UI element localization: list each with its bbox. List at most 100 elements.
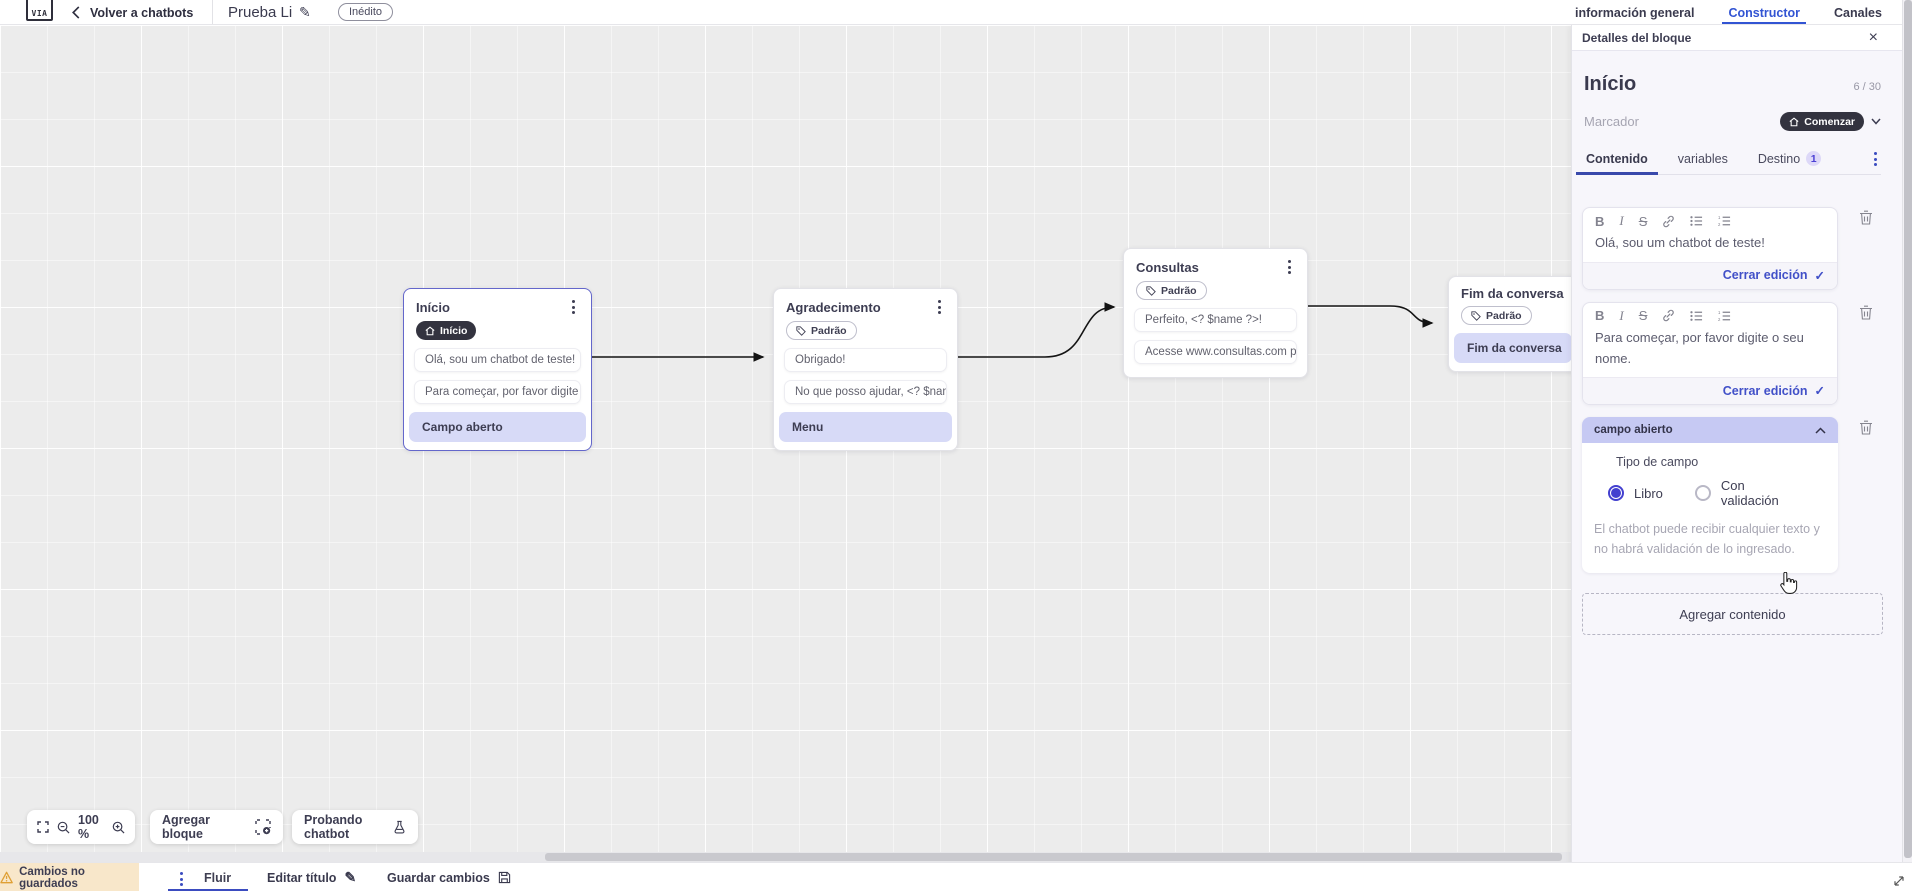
unsaved-changes-chip: Cambios no guardados [0,863,139,891]
edit-title-button[interactable]: Editar título ✎ [267,869,357,885]
bullet-list-button[interactable] [1690,215,1703,227]
close-icon[interactable]: × [1868,28,1878,46]
italic-button[interactable]: I [1619,307,1624,323]
close-edit-button[interactable]: Cerrar edición ✓ [1583,262,1837,289]
scrollbar-thumb[interactable] [1904,0,1912,858]
radio-con-validacion[interactable] [1694,485,1711,502]
bold-button[interactable]: B [1595,308,1605,324]
node-item-open-field[interactable]: Campo aberto [409,412,586,442]
field-help-text: El chatbot puede recibir cualquier texto… [1594,522,1820,556]
tab-fluir[interactable]: Fluir [168,863,248,891]
save-changes-button[interactable]: Guardar cambios [387,863,511,891]
add-block-button[interactable]: Agregar bloque [150,810,283,844]
node-item-message[interactable]: Para começar, por favor digite o ... [414,380,581,404]
tag-icon [1471,310,1481,321]
node-item-message[interactable]: Perfeito, <? $name ?>! [1134,308,1297,332]
tab-constructor[interactable]: Constructor [1722,0,1806,24]
node-title: Agradecimento [786,299,881,315]
check-icon: ✓ [1814,384,1825,399]
panel-menu-button[interactable] [1870,150,1881,174]
content-block: campo abierto Tipo de campo Libro Con va… [1582,417,1883,574]
add-content-button[interactable]: Agregar contenido [1582,593,1883,636]
tab-destino[interactable]: Destino 1 [1756,147,1823,174]
test-chatbot-button[interactable]: Probando chatbot [292,810,418,844]
node-item-end[interactable]: Fim da conversa [1454,333,1572,363]
panel-tabs: Contenido variables Destino 1 [1576,147,1881,175]
edit-title-icon[interactable]: ✎ [299,4,311,20]
default-badge: Padrão [1461,306,1532,325]
chevron-down-icon [1871,118,1881,125]
node-item-menu[interactable]: Menu [779,412,952,442]
home-icon [1789,117,1799,126]
check-icon: ✓ [1814,268,1825,283]
link-button[interactable] [1662,309,1675,322]
bold-button[interactable]: B [1595,213,1605,229]
strikethrough-button[interactable]: S [1638,308,1648,324]
trash-icon[interactable] [1859,210,1873,225]
trash-icon[interactable] [1859,305,1873,320]
scrollbar-thumb[interactable] [545,853,1562,861]
node-item-message[interactable]: Acesse www.consultas.com par... [1134,340,1297,364]
node-item-message[interactable]: Olá, sou um chatbot de teste! [414,348,581,372]
top-bar: VIA Volver a chatbots Prueba Li ✎ Inédit… [0,0,1902,25]
start-marker-pill: Comenzar [1780,112,1864,131]
canvas-horizontal-scrollbar[interactable] [0,852,1571,862]
node-item-message[interactable]: No que posso ajudar, <? $name ... [784,380,947,404]
link-button[interactable] [1662,215,1675,228]
bottom-bar: Cambios no guardados Fluir Editar título… [0,862,1912,891]
close-edit-button[interactable]: Cerrar edición ✓ [1583,378,1837,405]
default-badge: Padrão [1136,281,1207,300]
tag-icon [1146,285,1156,296]
node-consultas[interactable]: Consultas Padrão Perfeito, <? $name ?>! … [1123,248,1308,378]
tab-contenido[interactable]: Contenido [1576,148,1658,175]
fullscreen-button[interactable] [37,821,49,833]
zoom-level: 100 % [78,813,99,841]
trash-icon[interactable] [1859,420,1873,435]
italic-button[interactable]: I [1619,213,1624,228]
node-menu-button[interactable] [568,298,579,316]
zoom-toolbar: 100 % [27,810,135,844]
node-fim-da-conversa[interactable]: Fim da conversa Padrão Fim da conversa [1448,276,1578,372]
app-logo: VIA [26,0,53,21]
pencil-icon: ✎ [344,869,357,885]
open-field-header[interactable]: campo abierto [1582,417,1838,444]
node-title: Início [416,299,450,315]
status-badge: Inédito [338,3,394,21]
tag-icon [796,325,806,336]
zoom-in-button[interactable] [112,821,125,834]
message-text-input[interactable]: Olá, sou um chatbot de teste! [1583,230,1837,263]
chevron-up-icon [1815,427,1826,434]
tab-variables[interactable]: variables [1677,152,1728,166]
bullet-list-button[interactable] [1690,310,1703,322]
tab-canales[interactable]: Canales [1834,5,1882,20]
block-details-panel: Detalles del bloque × Início 6 / 30 Marc… [1571,25,1902,875]
block-name-input[interactable]: Início [1584,73,1637,95]
node-item-message[interactable]: Obrigado! [784,348,947,372]
marker-select[interactable]: Comenzar [1780,112,1881,131]
message-text-input[interactable]: Para começar, por favor digite o seu nom… [1583,324,1837,379]
flow-menu-button[interactable] [176,870,187,888]
back-to-chatbots-button[interactable]: Volver a chatbots [72,0,193,24]
radio-libro[interactable] [1608,485,1624,502]
node-agradecimento[interactable]: Agradecimento Padrão Obrigado! No que po… [773,288,958,451]
node-menu-button[interactable] [1284,258,1295,276]
node-inicio[interactable]: Início Início Olá, sou um chatbot de tes… [403,288,592,451]
strikethrough-button[interactable]: S [1638,213,1648,229]
page-vertical-scrollbar[interactable] [1902,0,1912,862]
node-menu-button[interactable] [934,298,945,316]
node-title: Consultas [1136,259,1199,275]
char-counter: 6 / 30 [1853,81,1881,93]
tab-informacion-general[interactable]: información general [1575,5,1695,20]
chevron-left-icon [72,6,80,19]
zoom-out-button[interactable] [57,821,70,834]
panel-title: Detalles del bloque [1582,30,1692,45]
warning-icon [0,871,13,884]
